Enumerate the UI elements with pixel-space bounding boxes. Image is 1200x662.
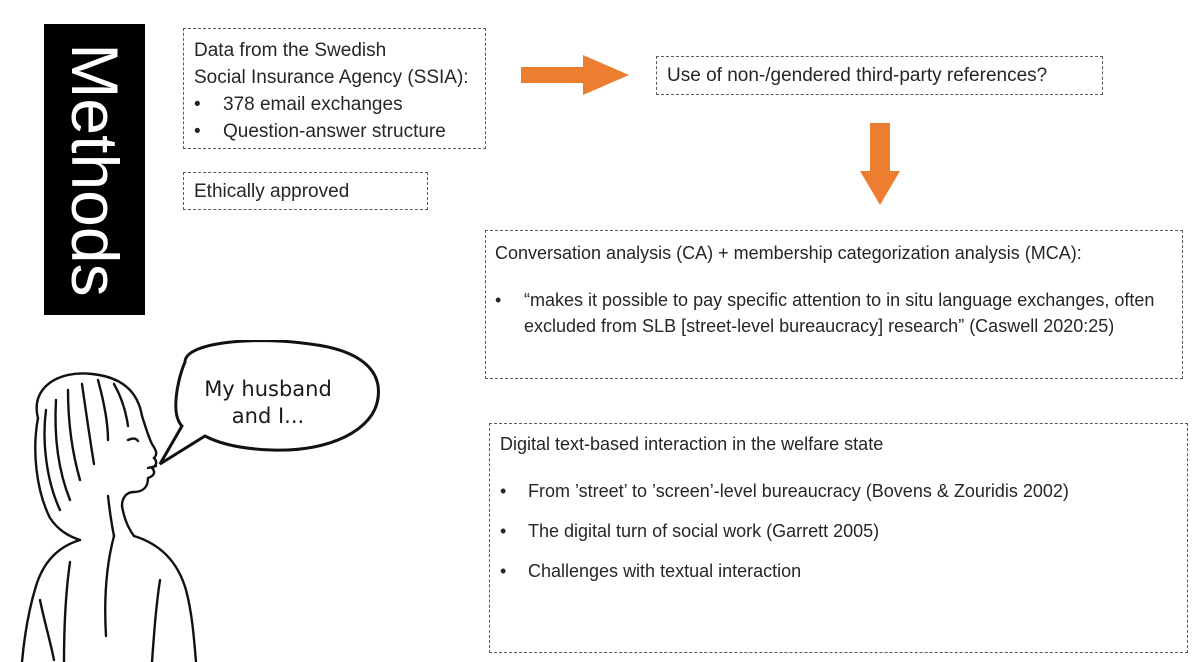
list-item: Question-answer structure bbox=[194, 118, 475, 145]
list-item: From ’street’ to ’screen’-level bureaucr… bbox=[500, 479, 1177, 503]
data-source-list: 378 email exchanges Question-answer stru… bbox=[194, 91, 475, 145]
data-source-box: Data from the Swedish Social Insurance A… bbox=[183, 28, 486, 149]
ethics-box: Ethically approved bbox=[183, 172, 428, 210]
woman-figure-icon bbox=[20, 372, 198, 662]
list-item: The digital turn of social work (Garrett… bbox=[500, 519, 1177, 543]
research-question-text: Use of non-/gendered third-party referen… bbox=[667, 65, 1048, 86]
background-list: From ’street’ to ’screen’-level bureaucr… bbox=[500, 479, 1177, 583]
list-item: 378 email exchanges bbox=[194, 91, 475, 118]
method-box: Conversation analysis (CA) + membership … bbox=[485, 230, 1183, 379]
method-heading: Conversation analysis (CA) + membership … bbox=[495, 243, 1082, 263]
arrow-down-icon bbox=[860, 123, 900, 205]
background-heading: Digital text-based interaction in the we… bbox=[500, 434, 884, 454]
speech-bubble-text: My husband and I... bbox=[198, 376, 338, 430]
data-source-line2: Social Insurance Agency (SSIA): bbox=[194, 67, 469, 88]
method-quote: “makes it possible to pay specific atten… bbox=[495, 287, 1173, 339]
speech-bubble-line2: and I... bbox=[231, 404, 305, 428]
arrow-right-icon bbox=[521, 55, 629, 95]
research-question-box: Use of non-/gendered third-party referen… bbox=[656, 56, 1103, 95]
slide-title: Methods bbox=[57, 42, 132, 297]
speech-bubble-icon bbox=[158, 340, 380, 466]
method-list: “makes it possible to pay specific atten… bbox=[495, 287, 1173, 339]
background-box: Digital text-based interaction in the we… bbox=[489, 423, 1188, 653]
data-source-line1: Data from the Swedish bbox=[194, 40, 387, 61]
speech-bubble-line1: My husband bbox=[204, 377, 332, 401]
woman-speaking-illustration bbox=[20, 340, 380, 662]
list-item: Challenges with textual interaction bbox=[500, 559, 1177, 583]
ethics-text: Ethically approved bbox=[194, 181, 350, 202]
title-bar: Methods bbox=[44, 24, 145, 315]
